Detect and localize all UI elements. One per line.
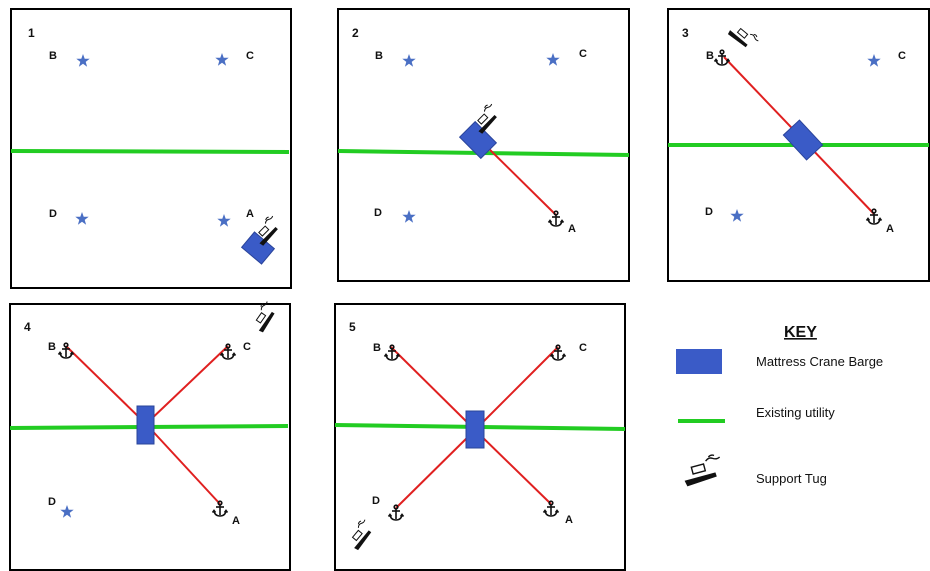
point-label-d: D bbox=[374, 207, 382, 219]
key-barge-label: Mattress Crane Barge bbox=[756, 354, 883, 369]
point-label-b: B bbox=[48, 341, 56, 353]
point-label-c: C bbox=[579, 342, 587, 354]
anchor-line bbox=[65, 345, 147, 425]
tug-boat-icon bbox=[683, 454, 721, 488]
point-label-d: D bbox=[48, 496, 56, 508]
point-label-b: B bbox=[49, 50, 57, 62]
point-label-a: A bbox=[565, 514, 573, 526]
point-label-b: B bbox=[373, 342, 381, 354]
point-label-a: A bbox=[246, 208, 254, 220]
panel-number: 2 bbox=[352, 26, 359, 40]
mattress-crane-barge bbox=[136, 405, 155, 445]
point-label-b: B bbox=[706, 50, 714, 62]
point-label-a: A bbox=[568, 223, 576, 235]
anchor-line bbox=[395, 429, 476, 509]
panel-1: 1 B C D A bbox=[10, 8, 292, 289]
panel-number: 4 bbox=[24, 320, 31, 334]
anchor-line bbox=[474, 429, 552, 505]
anchor-line bbox=[479, 139, 557, 216]
point-label-c: C bbox=[246, 50, 254, 62]
key-legend: KEY Mattress Crane Barge Existing utilit… bbox=[676, 324, 883, 488]
key-title: KEY bbox=[784, 324, 817, 341]
point-label-a: A bbox=[886, 223, 894, 235]
panel-frame bbox=[10, 8, 292, 289]
panel-number: 1 bbox=[28, 26, 35, 40]
panel-2: 2 B C D A bbox=[337, 8, 630, 282]
point-label-c: C bbox=[243, 341, 251, 353]
panel-number: 5 bbox=[349, 320, 356, 334]
anchor-line bbox=[390, 346, 476, 431]
panel-4: 4 B C D A bbox=[9, 299, 291, 571]
anchor-line bbox=[145, 423, 221, 505]
point-label-c: C bbox=[898, 50, 906, 62]
anchor-line bbox=[474, 346, 559, 431]
mattress-crane-barge bbox=[782, 119, 824, 161]
point-label-a: A bbox=[232, 515, 240, 527]
anchor-line bbox=[145, 345, 229, 425]
point-label-b: B bbox=[375, 50, 383, 62]
mattress-crane-barge bbox=[458, 120, 498, 160]
point-label-d: D bbox=[705, 206, 713, 218]
point-label-d: D bbox=[49, 208, 57, 220]
panel-5: 5 B C D A bbox=[334, 303, 626, 571]
key-tug-label: Support Tug bbox=[756, 471, 827, 486]
existing-utility-line bbox=[10, 149, 290, 154]
point-label-c: C bbox=[579, 48, 587, 60]
point-label-d: D bbox=[372, 495, 380, 507]
key-utility-label: Existing utility bbox=[756, 405, 835, 420]
panel-3: 3 B C D A bbox=[667, 8, 930, 282]
mattress-crane-barge bbox=[465, 410, 485, 449]
panel-number: 3 bbox=[682, 26, 689, 40]
key-barge-swatch bbox=[676, 349, 722, 374]
